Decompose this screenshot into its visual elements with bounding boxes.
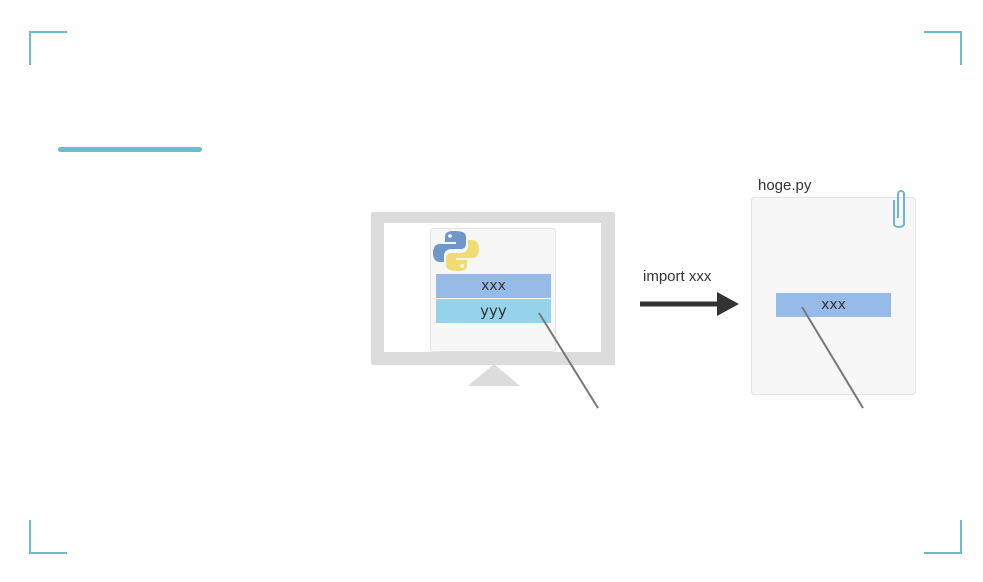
corner-bracket-top-left bbox=[29, 31, 67, 65]
python-logo-icon bbox=[433, 231, 479, 271]
file-name: hoge.py bbox=[758, 177, 812, 194]
title-accent-bar bbox=[58, 147, 202, 152]
module-row-yyy: yyy bbox=[436, 299, 551, 323]
corner-bracket-bottom-left bbox=[29, 520, 67, 554]
module-row-xxx: xxx bbox=[436, 274, 551, 298]
file-row-xxx: xxx bbox=[776, 293, 891, 317]
import-label: import xxx bbox=[643, 268, 712, 285]
corner-bracket-top-right bbox=[924, 31, 962, 65]
monitor-stand bbox=[468, 364, 520, 386]
paperclip-icon bbox=[893, 190, 905, 228]
corner-bracket-bottom-right bbox=[924, 520, 962, 554]
right-arrow-icon bbox=[640, 292, 739, 316]
